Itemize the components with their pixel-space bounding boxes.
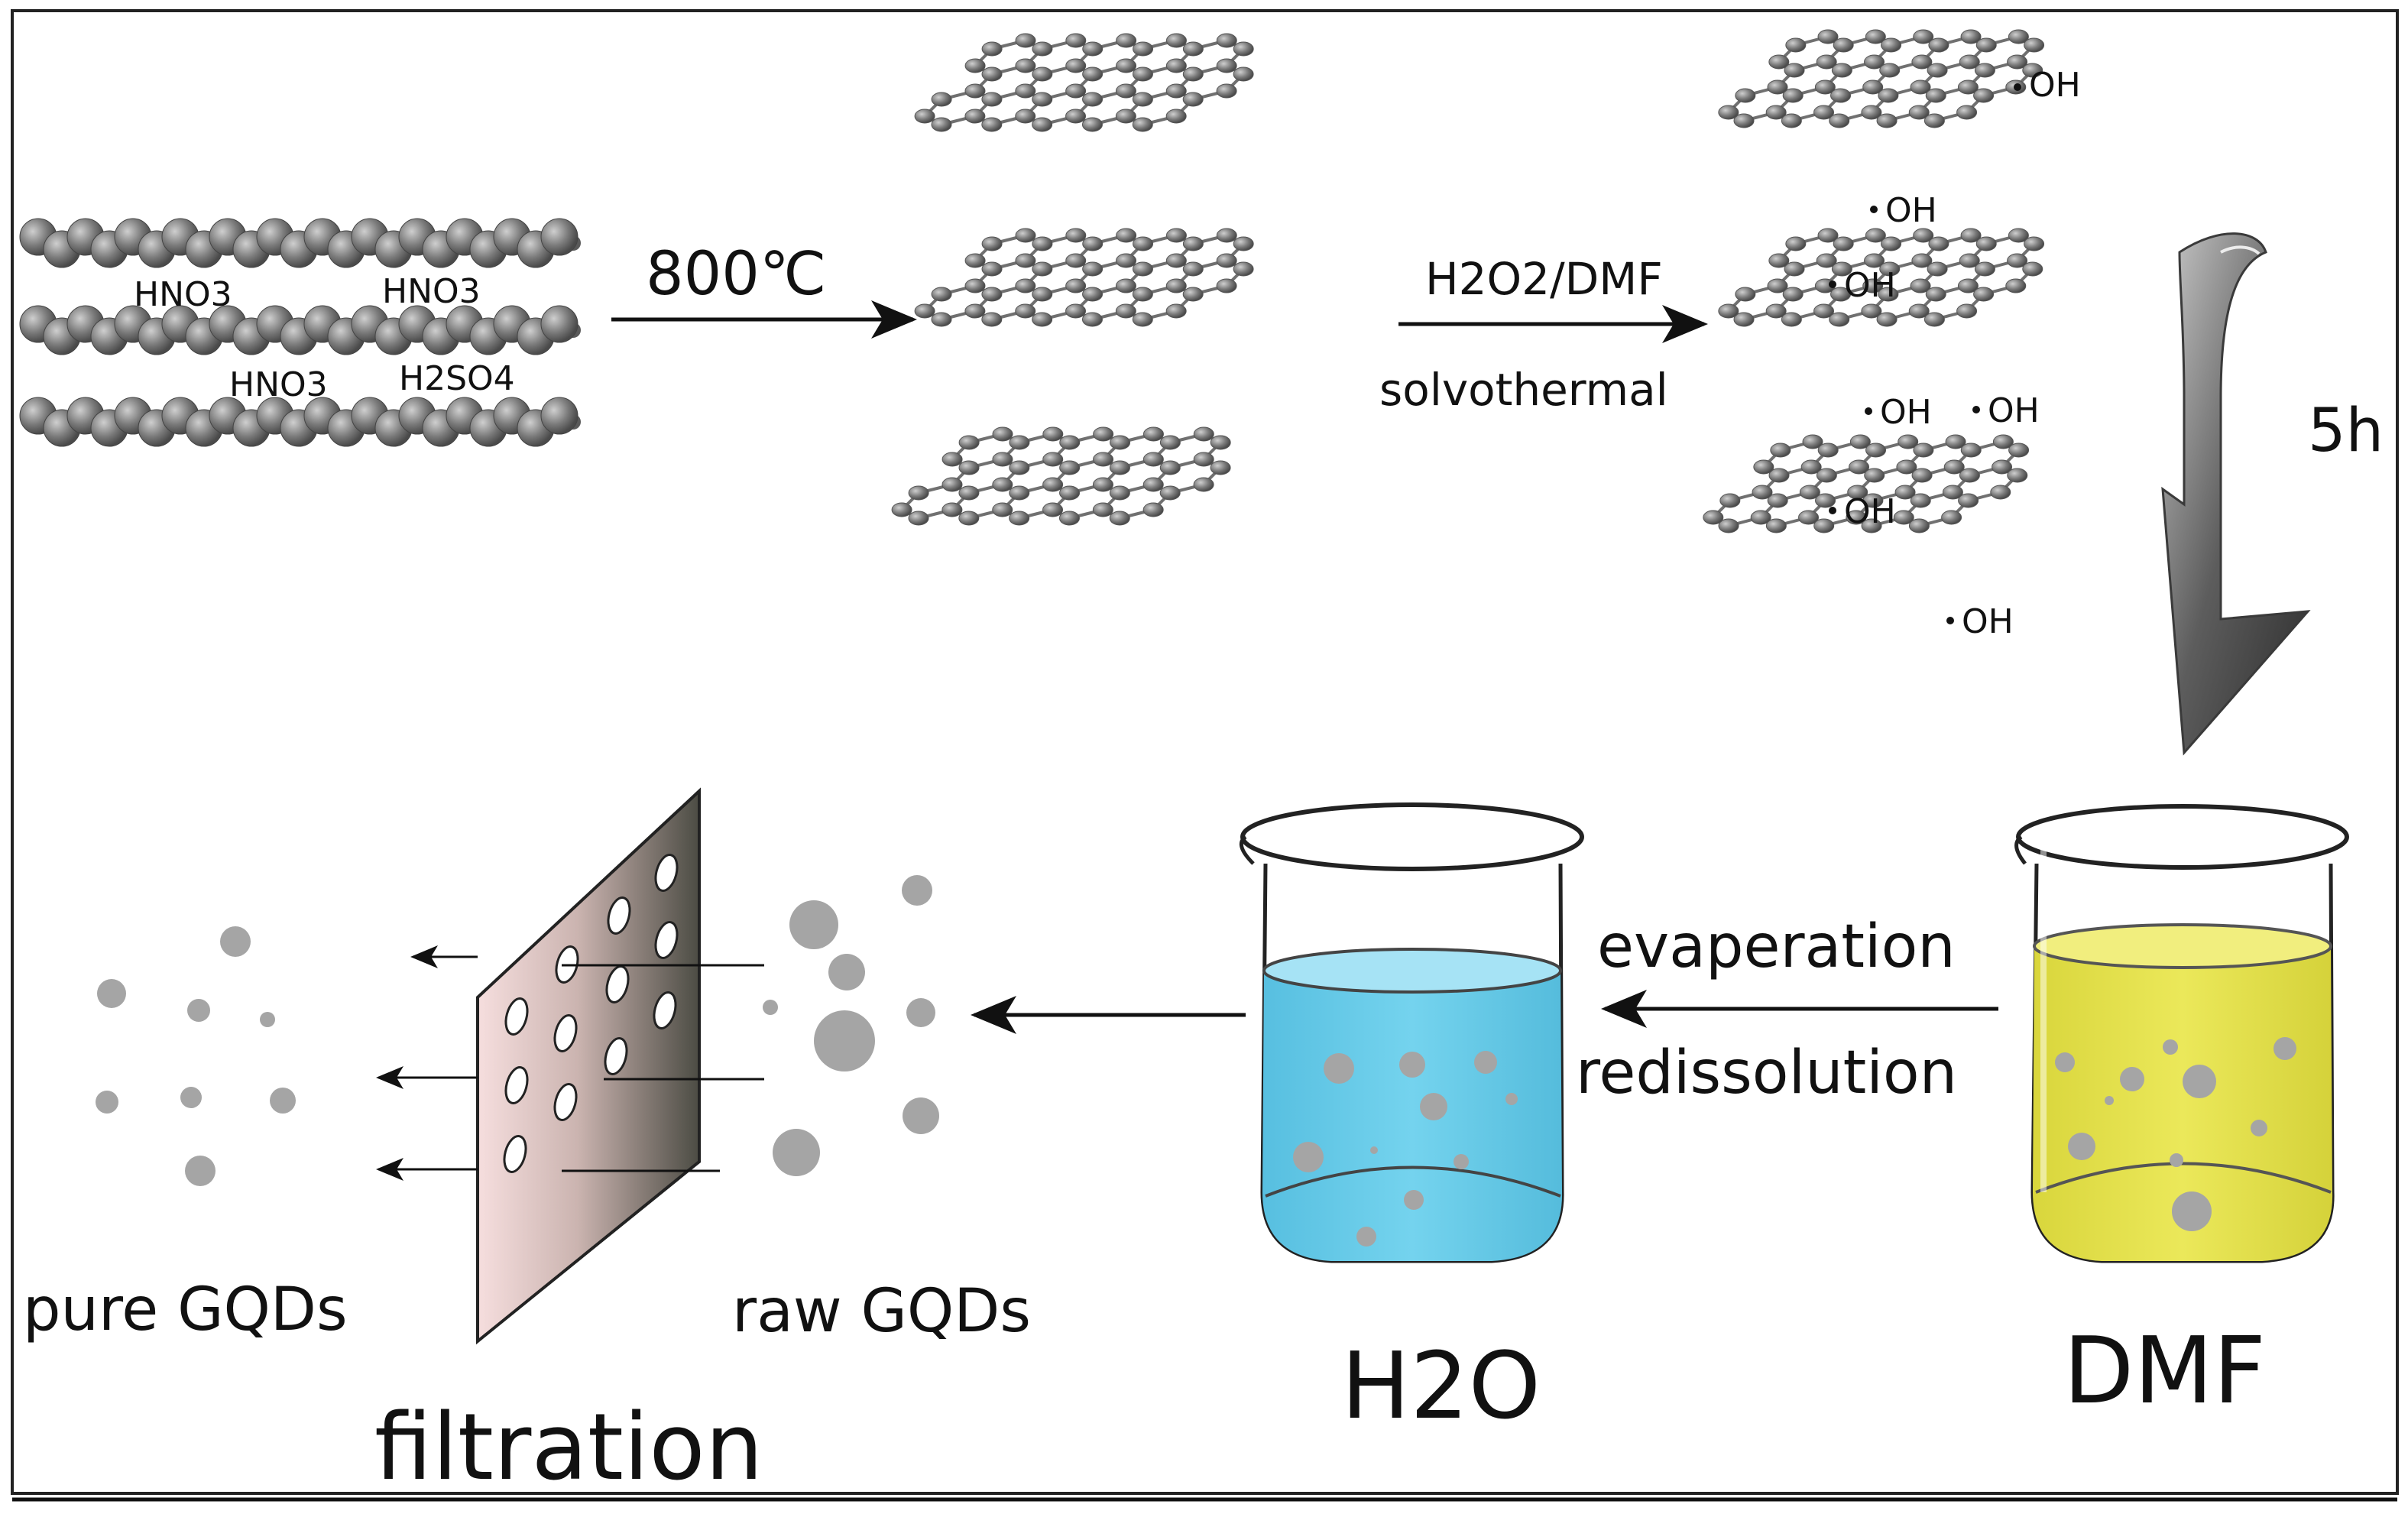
oh-label: OH [1885,191,1937,230]
water-particles [1293,1051,1518,1247]
graphite-layers [19,218,581,447]
pure-gqds-label: pure GQDs [23,1276,348,1344]
oh-label: OH [2029,66,2081,105]
raw-gqds-label: raw GQDs [732,1277,1031,1346]
graphite-layer [19,397,581,447]
oh-label: OH [1844,266,1896,305]
acid-label-hno3-3: HNO3 [229,365,328,404]
dmf-particles [2055,1037,2296,1231]
step-reagent-label: H2O2/DMF [1425,253,1663,305]
graphite-layer [19,305,581,355]
hydroxylated-graphene-sheets [1703,29,2045,533]
graphene-sheet [1718,228,2045,327]
step-duration-label: 5h [2308,397,2384,465]
graphite-layer [19,218,581,268]
water-beaker [1239,802,1584,1263]
raw-gqd-particles [763,875,939,1176]
water-beaker-label: H2O [1341,1334,1541,1440]
dmf-beaker-label: DMF [2063,1318,2266,1425]
step-evaporation-label: evaperation [1597,913,1956,981]
filtration-title: filtration [374,1395,763,1501]
pure-gqd-particles [96,926,296,1186]
step-method-label: solvothermal [1379,364,1668,416]
graphene-sheet [891,426,1231,526]
figure-frame [11,9,2399,1495]
acid-label-hno3-1: HNO3 [134,275,232,314]
oh-label: OH [1988,391,2040,430]
acid-label-h2so4: H2SO4 [399,359,515,398]
membrane-pores [503,854,679,1173]
graphene-sheet [1703,434,2030,533]
dmf-beaker [2014,804,2349,1263]
step-temperature-label: 800℃ [646,240,826,309]
graphene-sheet [914,228,1254,327]
acid-label-hno3-2: HNO3 [382,272,481,311]
filter-membrane [376,787,764,1345]
oh-label: OH [1962,602,2014,641]
graphene-sheet [914,33,1254,132]
hydroxyl-labels: OH OH OH OH OH OH OH [1829,66,2081,641]
oh-label: OH [1880,393,1932,432]
curved-arrow-5h [2161,232,2311,756]
graphene-sheet [1718,29,2045,128]
graphene-sheets [891,33,1254,526]
step-redissolution-label: redissolution [1576,1039,1957,1107]
oh-label: OH [1844,492,1896,531]
